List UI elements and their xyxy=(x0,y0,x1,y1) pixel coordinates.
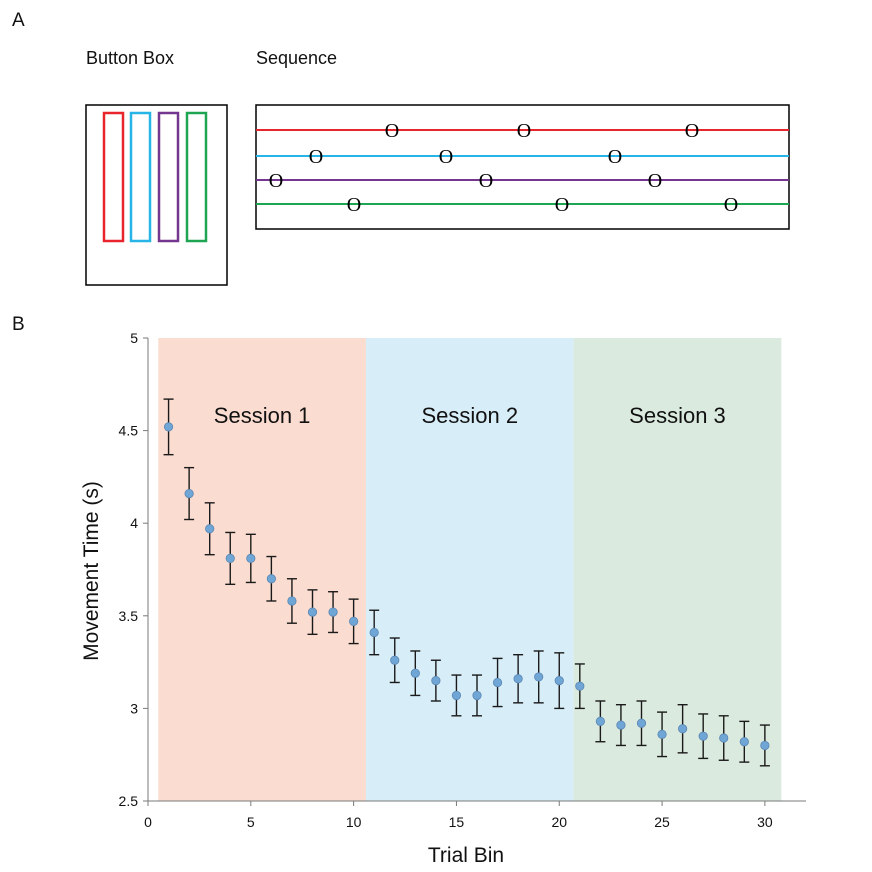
sequence-note: O xyxy=(347,194,361,216)
data-point xyxy=(554,676,564,686)
data-point xyxy=(513,674,523,684)
panel-b-letter: B xyxy=(12,314,25,335)
sequence-note: O xyxy=(724,194,738,216)
x-tick-label: 25 xyxy=(654,814,670,830)
y-axis-label: Movement Time (s) xyxy=(80,481,103,661)
data-point xyxy=(678,724,688,734)
data-points xyxy=(163,422,770,751)
button-box xyxy=(85,104,228,286)
data-point xyxy=(349,616,359,626)
button-cyan xyxy=(129,111,152,243)
button-purple xyxy=(157,111,180,243)
x-tick-label: 10 xyxy=(346,814,362,830)
data-point xyxy=(698,731,708,741)
data-point xyxy=(636,718,647,728)
data-point xyxy=(595,716,605,726)
data-point xyxy=(225,553,235,563)
y-tick-label: 2.5 xyxy=(119,793,139,809)
data-point xyxy=(410,668,420,678)
data-point xyxy=(719,733,729,743)
session-label-2: Session 2 xyxy=(421,403,518,428)
x-tick-label: 30 xyxy=(757,814,773,830)
sequence-note: O xyxy=(439,146,453,168)
y-tick-label: 4.5 xyxy=(119,423,139,439)
data-point xyxy=(246,553,256,563)
y-tick-label: 3.5 xyxy=(119,608,139,624)
data-point xyxy=(328,607,338,617)
data-point xyxy=(431,676,441,686)
session-label-1: Session 1 xyxy=(214,403,311,428)
button-box-title: Button Box xyxy=(86,48,174,68)
y-tick-label: 4 xyxy=(130,515,138,531)
sequence-lines xyxy=(256,129,789,205)
sequence-frame xyxy=(255,104,790,230)
data-point xyxy=(163,422,174,432)
y-axis-ticks: 2.5 3 3.5 4 4.5 5 xyxy=(119,330,148,809)
panel-a-letter: A xyxy=(12,10,25,31)
session-band-1 xyxy=(158,338,366,801)
data-point xyxy=(369,627,379,638)
data-point xyxy=(616,720,626,730)
data-point xyxy=(307,607,318,617)
sequence-note: O xyxy=(608,146,622,168)
data-point xyxy=(575,681,585,691)
data-point xyxy=(534,672,544,682)
data-point xyxy=(657,729,667,739)
session-labels: Session 1 Session 2 Session 3 xyxy=(214,403,726,428)
sequence-notes: O O O O O O O O O O O O xyxy=(269,120,738,216)
sequence-note: O xyxy=(517,120,531,142)
data-point xyxy=(760,740,770,751)
x-tick-label: 15 xyxy=(449,814,465,830)
sequence-note: O xyxy=(269,170,283,192)
data-point xyxy=(287,596,297,606)
session-band-2 xyxy=(365,338,574,801)
sequence-note: O xyxy=(309,146,323,168)
x-axis-label: Trial Bin xyxy=(428,844,504,867)
data-point xyxy=(184,488,194,499)
button-box-buttons xyxy=(102,111,208,243)
sequence-note: O xyxy=(385,120,399,142)
data-point xyxy=(739,737,749,747)
sequence-note: O xyxy=(685,120,699,142)
y-tick-label: 3 xyxy=(130,700,138,716)
x-tick-label: 0 xyxy=(144,814,152,830)
data-point xyxy=(472,690,482,701)
sequence-panel: O O O O O O O O O O O O xyxy=(255,104,790,230)
session-label-3: Session 3 xyxy=(629,403,726,428)
x-tick-label: 5 xyxy=(247,814,255,830)
axes xyxy=(147,338,806,802)
session-band-3 xyxy=(573,338,782,801)
y-tick-label: 5 xyxy=(130,330,138,346)
session-bands xyxy=(158,338,782,801)
button-green xyxy=(185,111,208,243)
data-point xyxy=(266,574,276,584)
data-point xyxy=(390,655,400,665)
data-point xyxy=(492,677,503,688)
data-point xyxy=(205,524,215,534)
x-axis-ticks: 0 5 10 15 20 25 30 xyxy=(144,801,773,830)
sequence-note: O xyxy=(648,170,662,192)
button-red xyxy=(102,111,125,243)
sequence-note: O xyxy=(555,194,569,216)
sequence-note: O xyxy=(479,170,493,192)
x-tick-label: 20 xyxy=(551,814,567,830)
data-point xyxy=(451,690,462,701)
button-box-frame xyxy=(85,104,228,286)
sequence-title: Sequence xyxy=(256,48,337,68)
